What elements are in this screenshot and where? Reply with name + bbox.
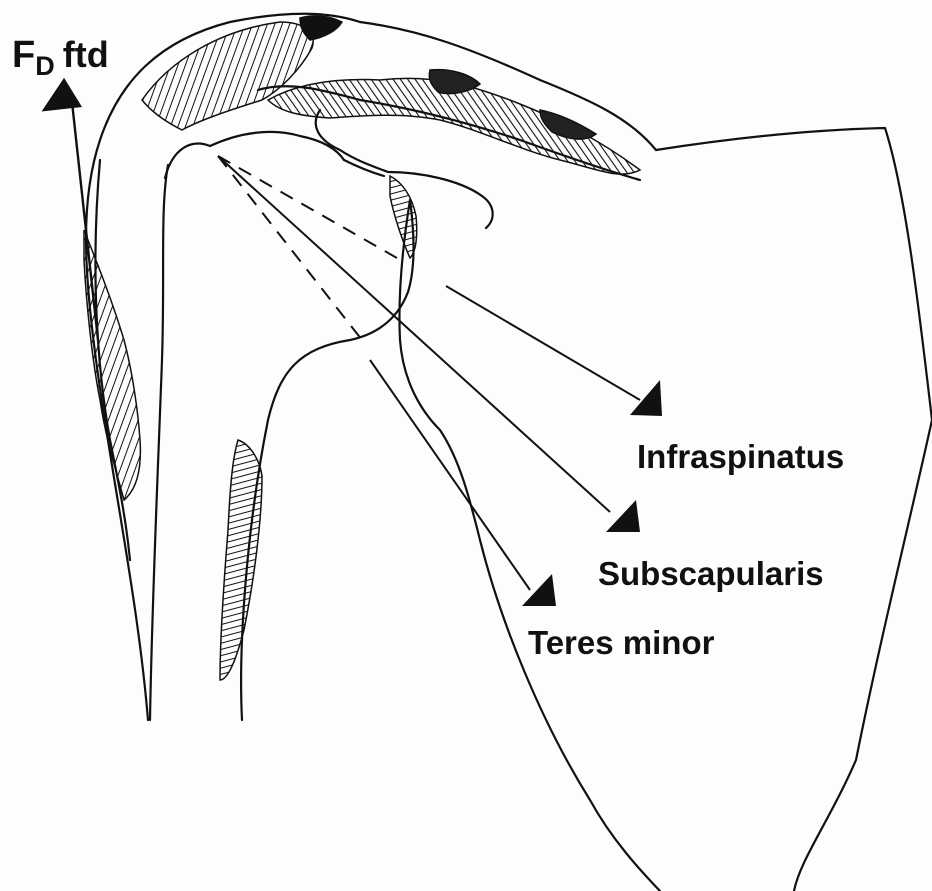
humeral-head-outline [165, 132, 344, 178]
supraspinatus-hatch [142, 22, 313, 130]
infraspinatus-line [446, 286, 640, 400]
teres-minor-label: Teres minor [528, 624, 714, 662]
force-suffix: ftd [63, 34, 109, 75]
force-main-letter: F [12, 34, 35, 76]
subscapularis-label: Subscapularis [598, 555, 824, 593]
infraspinatus-label: Infraspinatus [637, 438, 844, 476]
humerus-inner-border [241, 200, 413, 720]
scapula-outline [656, 128, 932, 891]
teres-minor-arrowhead [522, 574, 556, 606]
deltoid-hatch [84, 230, 140, 500]
teres-minor-line [370, 360, 530, 590]
force-subscript: D [35, 51, 55, 81]
force-arrowhead [44, 80, 80, 110]
subscapularis-arrowhead [606, 500, 640, 532]
